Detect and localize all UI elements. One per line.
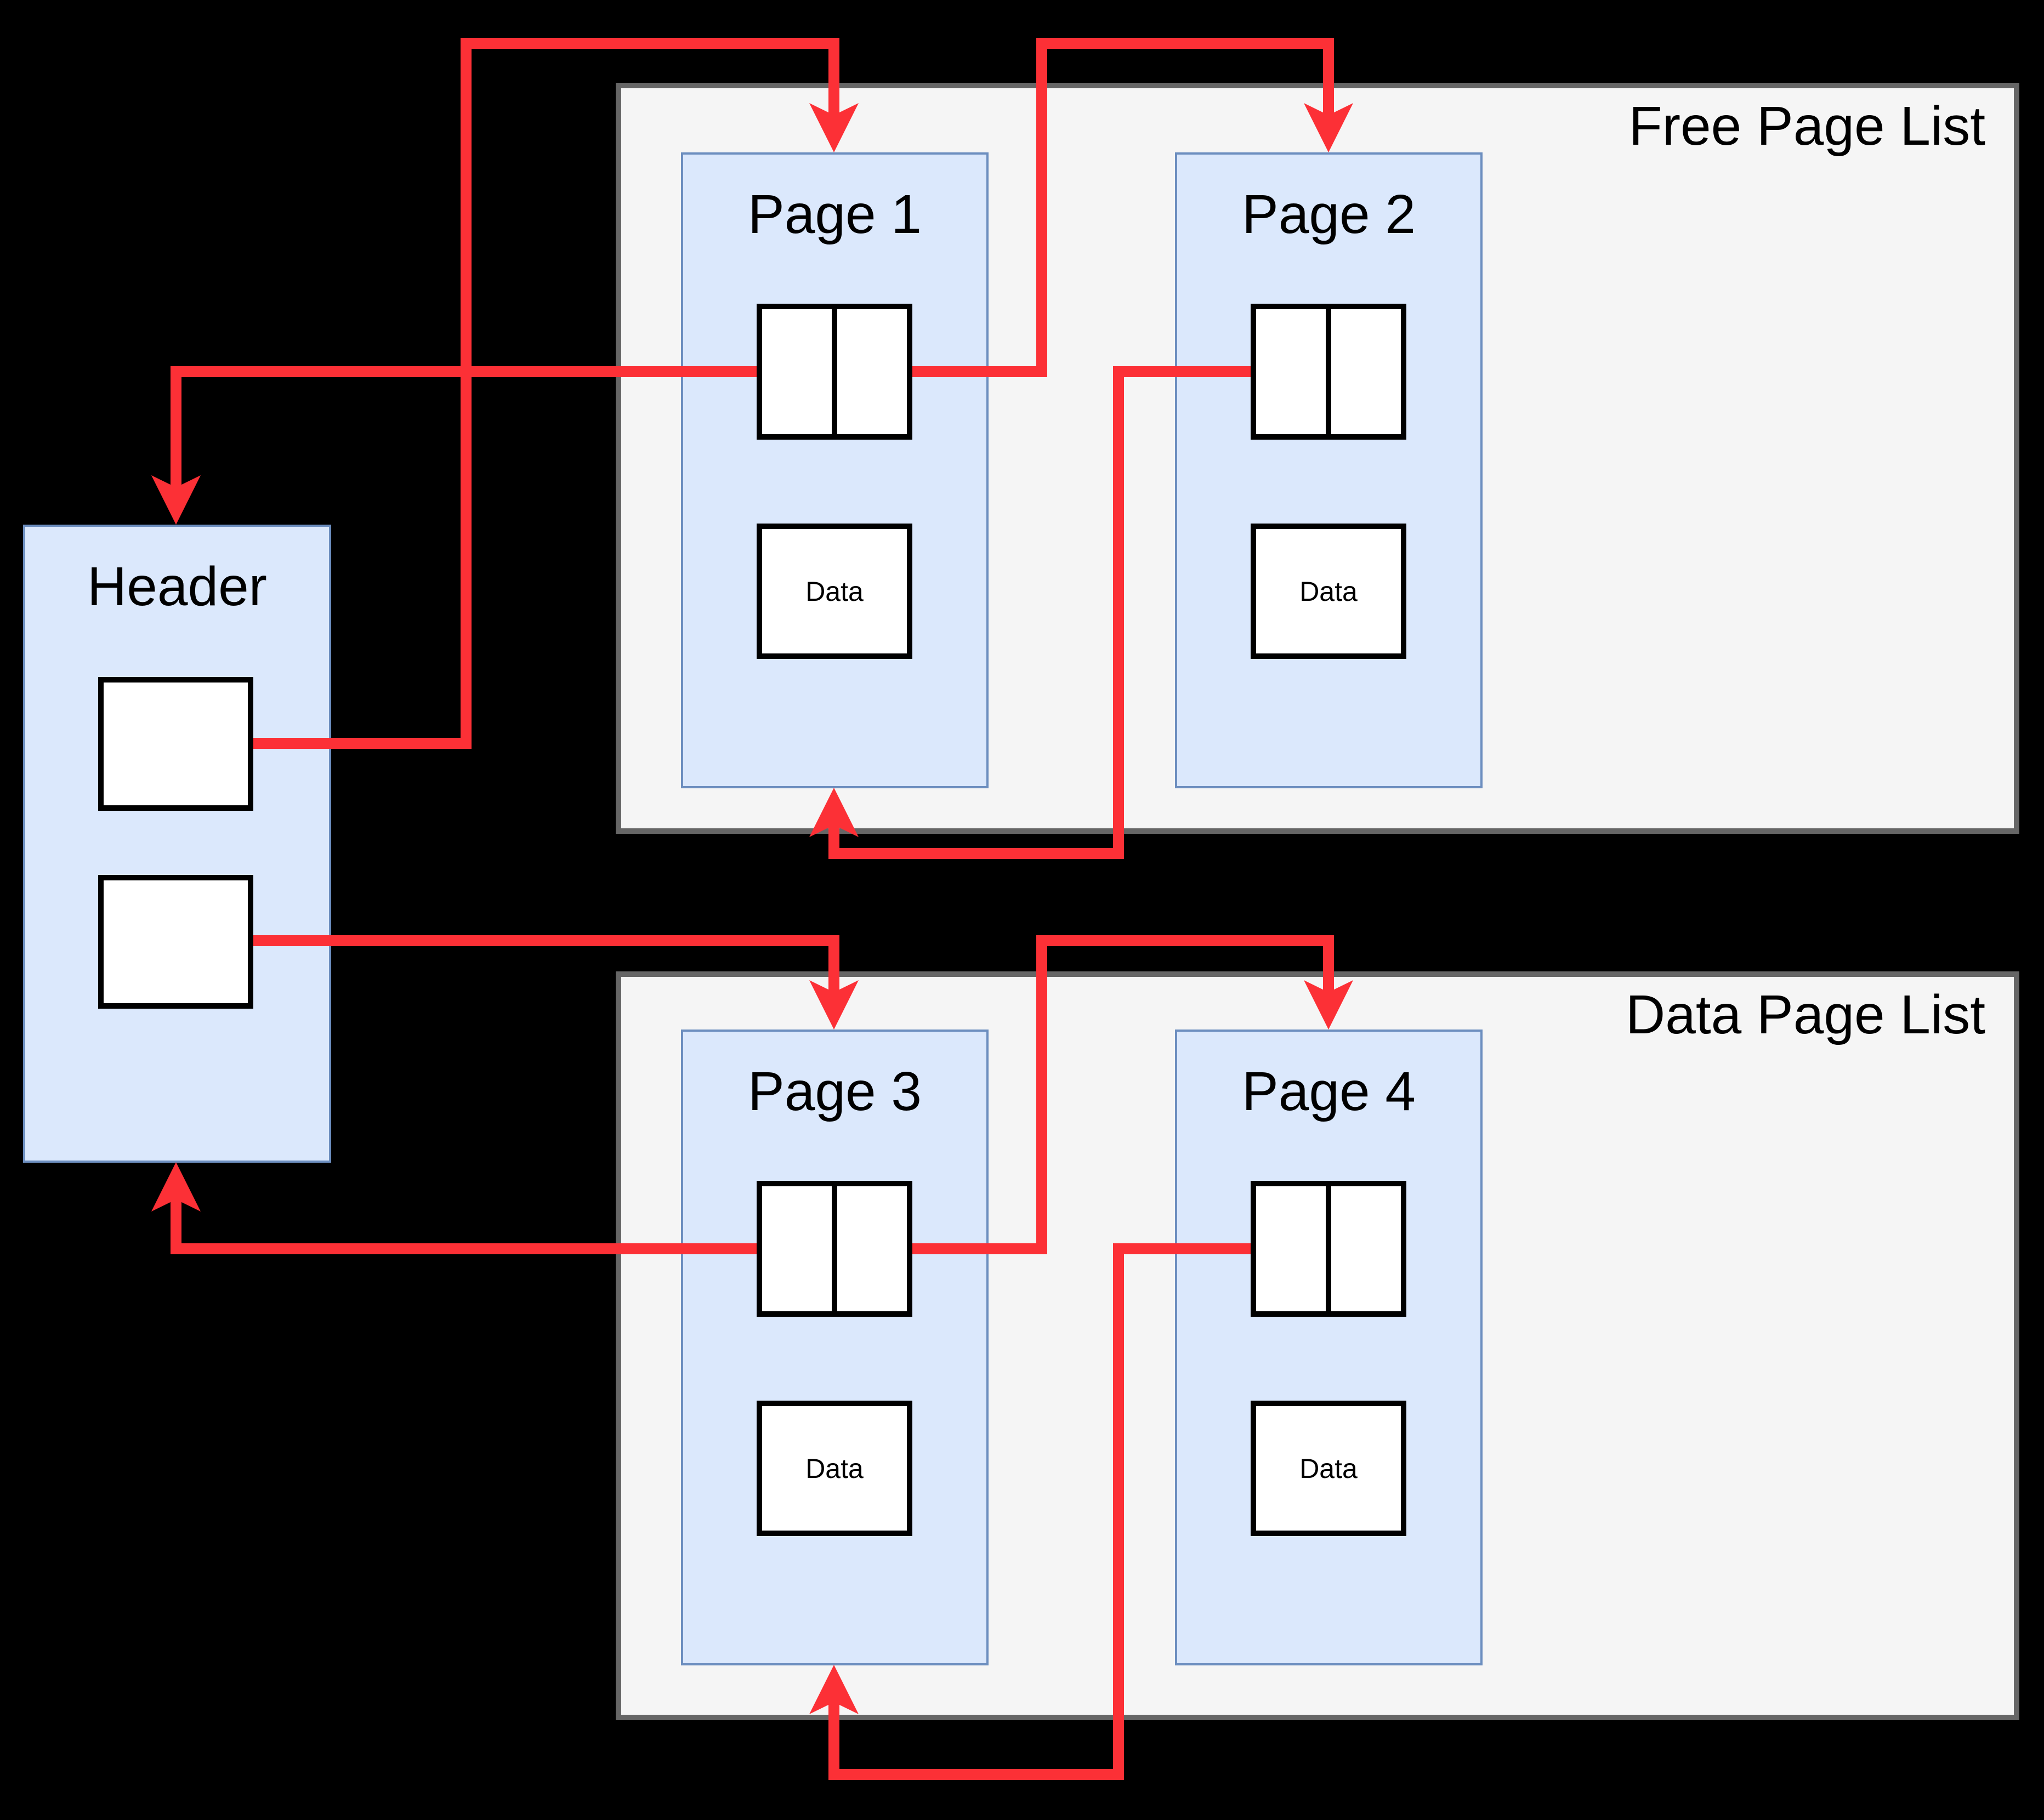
page-4-next-pointer-cell [1331, 1186, 1401, 1311]
page-2-box: Page 2 Data [1175, 152, 1483, 788]
header-label: Header [87, 556, 267, 617]
header-data-list-pointer-slot [98, 875, 253, 1009]
page-2-prev-pointer-cell [1256, 309, 1331, 434]
page-3-label: Page 3 [748, 1061, 922, 1122]
page-2-data-box: Data [1251, 524, 1406, 659]
page-1-box: Page 1 Data [681, 152, 989, 788]
page-1-data-box: Data [757, 524, 912, 659]
page-4-prev-pointer-cell [1256, 1186, 1331, 1311]
page-2-pointer-box [1251, 304, 1406, 440]
header-free-list-pointer-slot [98, 677, 253, 811]
page-3-data-box: Data [757, 1401, 912, 1536]
page-3-pointer-box [757, 1181, 912, 1317]
page-2-label: Page 2 [1242, 184, 1416, 245]
page-1-next-pointer-cell [837, 309, 907, 434]
page-1-prev-pointer-cell [762, 309, 837, 434]
page-3-box: Page 3 Data [681, 1030, 989, 1665]
header-box: Header [23, 525, 331, 1163]
page-4-data-box: Data [1251, 1401, 1406, 1536]
free-page-list-label: Free Page List [1628, 95, 1985, 157]
page-4-label: Page 4 [1242, 1061, 1416, 1122]
arrow-page3-to-header-head [151, 1162, 201, 1212]
page-3-next-pointer-cell [837, 1186, 907, 1311]
page-4-pointer-box [1251, 1181, 1406, 1317]
page-2-next-pointer-cell [1331, 309, 1401, 434]
data-page-list-label: Data Page List [1626, 984, 1985, 1045]
page-4-box: Page 4 Data [1175, 1030, 1483, 1665]
page-1-pointer-box [757, 304, 912, 440]
page-3-prev-pointer-cell [762, 1186, 837, 1311]
arrow-page1-to-header-head [151, 475, 201, 525]
page-1-label: Page 1 [748, 184, 922, 245]
